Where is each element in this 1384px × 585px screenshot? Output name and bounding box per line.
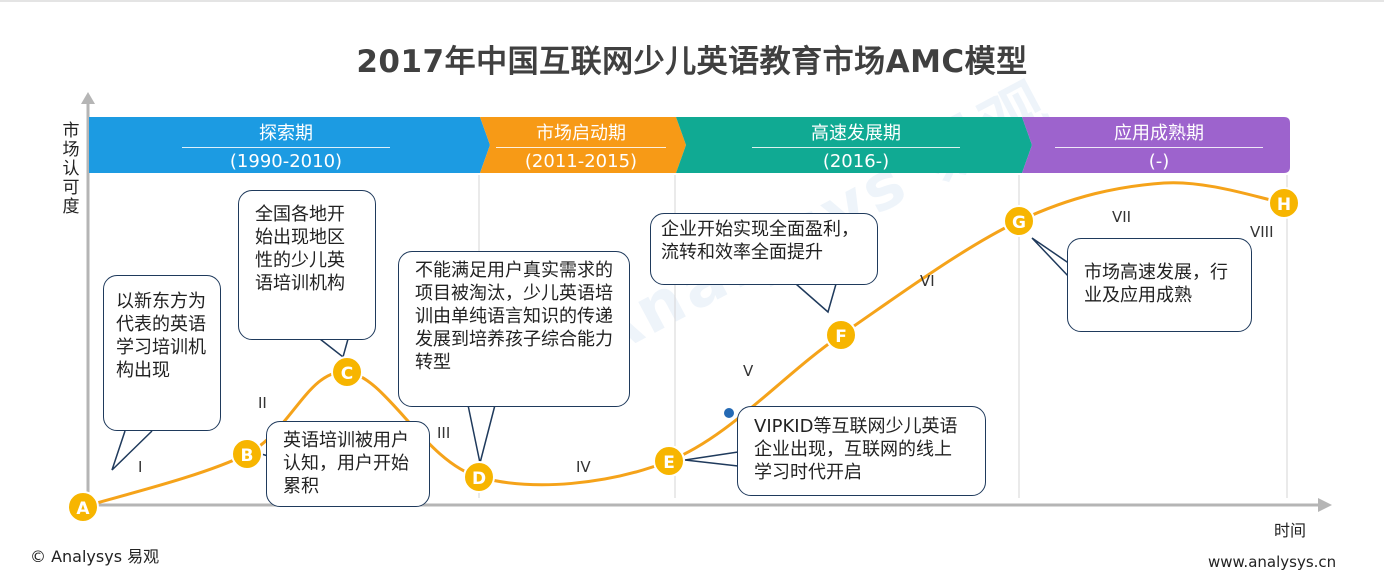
callout-e: VIPKID等互联网少儿英语企业出现，互联网的线上学习时代开启 [737, 406, 986, 496]
pointer-a [111, 430, 153, 471]
point-c-marker: C [331, 356, 363, 388]
footer-url[interactable]: www.analysys.cn [1208, 553, 1337, 571]
stage-label: III [437, 424, 451, 442]
callout-a: 以新东方为代表的英语学习培训机构出现 [103, 275, 221, 431]
phase-name: 应用成熟期 [1114, 123, 1204, 144]
stage-label: II [258, 394, 267, 412]
phase-mature: 应用成熟期 (-) [1055, 117, 1263, 173]
stage-label: VI [920, 272, 935, 290]
phase-underline [1055, 147, 1263, 148]
point-e-marker: E [653, 445, 685, 477]
phase-name: 探索期 [259, 123, 313, 144]
stage-label: IV [576, 458, 591, 476]
stage-label: V [743, 362, 754, 380]
x-axis-arrow [1318, 498, 1332, 512]
pointer-e [684, 451, 739, 467]
phase-underline [496, 147, 666, 148]
phase-years: (2016-) [822, 151, 890, 172]
phase-years: (-) [1148, 151, 1170, 172]
phase-explore: 探索期 (1990-2010) [182, 117, 390, 173]
stage-label: I [138, 458, 143, 476]
phase-growth: 高速发展期 (2016-) [752, 117, 960, 173]
stage-label: VII [1112, 208, 1132, 226]
pointer-d [467, 404, 496, 464]
pointer-g [1031, 237, 1071, 279]
phase-years: (1990-2010) [229, 151, 343, 172]
callout-g: 市场高速发展，行业及应用成熟 [1067, 238, 1252, 332]
phase-band-3 [676, 117, 1032, 173]
stage-label: VIII [1250, 223, 1274, 241]
phase-years: (2011-2015) [524, 151, 638, 172]
point-a-marker: A [67, 491, 99, 523]
phase-launch: 市场启动期 (2011-2015) [496, 117, 666, 173]
top-border [0, 0, 1384, 2]
pointer-c [319, 338, 349, 359]
y-axis-arrow [81, 92, 95, 104]
point-d-marker: D [463, 461, 495, 493]
phase-underline [182, 147, 390, 148]
phase-band-4 [1022, 117, 1290, 173]
x-axis-label: 时间 [1274, 521, 1307, 540]
copyright: © Analysys 易观 [30, 547, 160, 566]
point-g-marker: G [1003, 205, 1035, 237]
pointer-f [795, 283, 837, 314]
point-f-marker: F [825, 319, 857, 351]
point-b-marker: B [231, 438, 263, 470]
callout-f: 企业开始实现全面盈利，流转和效率全面提升 [650, 213, 878, 285]
phase-name: 市场启动期 [536, 123, 626, 144]
chart-title: 2017年中国互联网少儿英语教育市场AMC模型 [356, 44, 1028, 80]
phase-name: 高速发展期 [811, 123, 901, 144]
phase-underline [752, 147, 960, 148]
callout-c: 全国各地开始出现地区性的少儿英语培训机构 [238, 190, 376, 340]
callout-b: 英语培训被用户认知，用户开始累积 [266, 421, 430, 507]
small-dot [724, 408, 734, 418]
phase-band-2 [480, 117, 686, 173]
point-h-marker: H [1268, 187, 1300, 219]
y-axis-label: 市场认可度 [62, 121, 80, 217]
phase-band-1 [89, 117, 490, 173]
callout-d: 不能满足用户真实需求的项目被淘汰，少儿英语培训由单纯语言知识的传递发展到培养孩子… [398, 251, 630, 407]
